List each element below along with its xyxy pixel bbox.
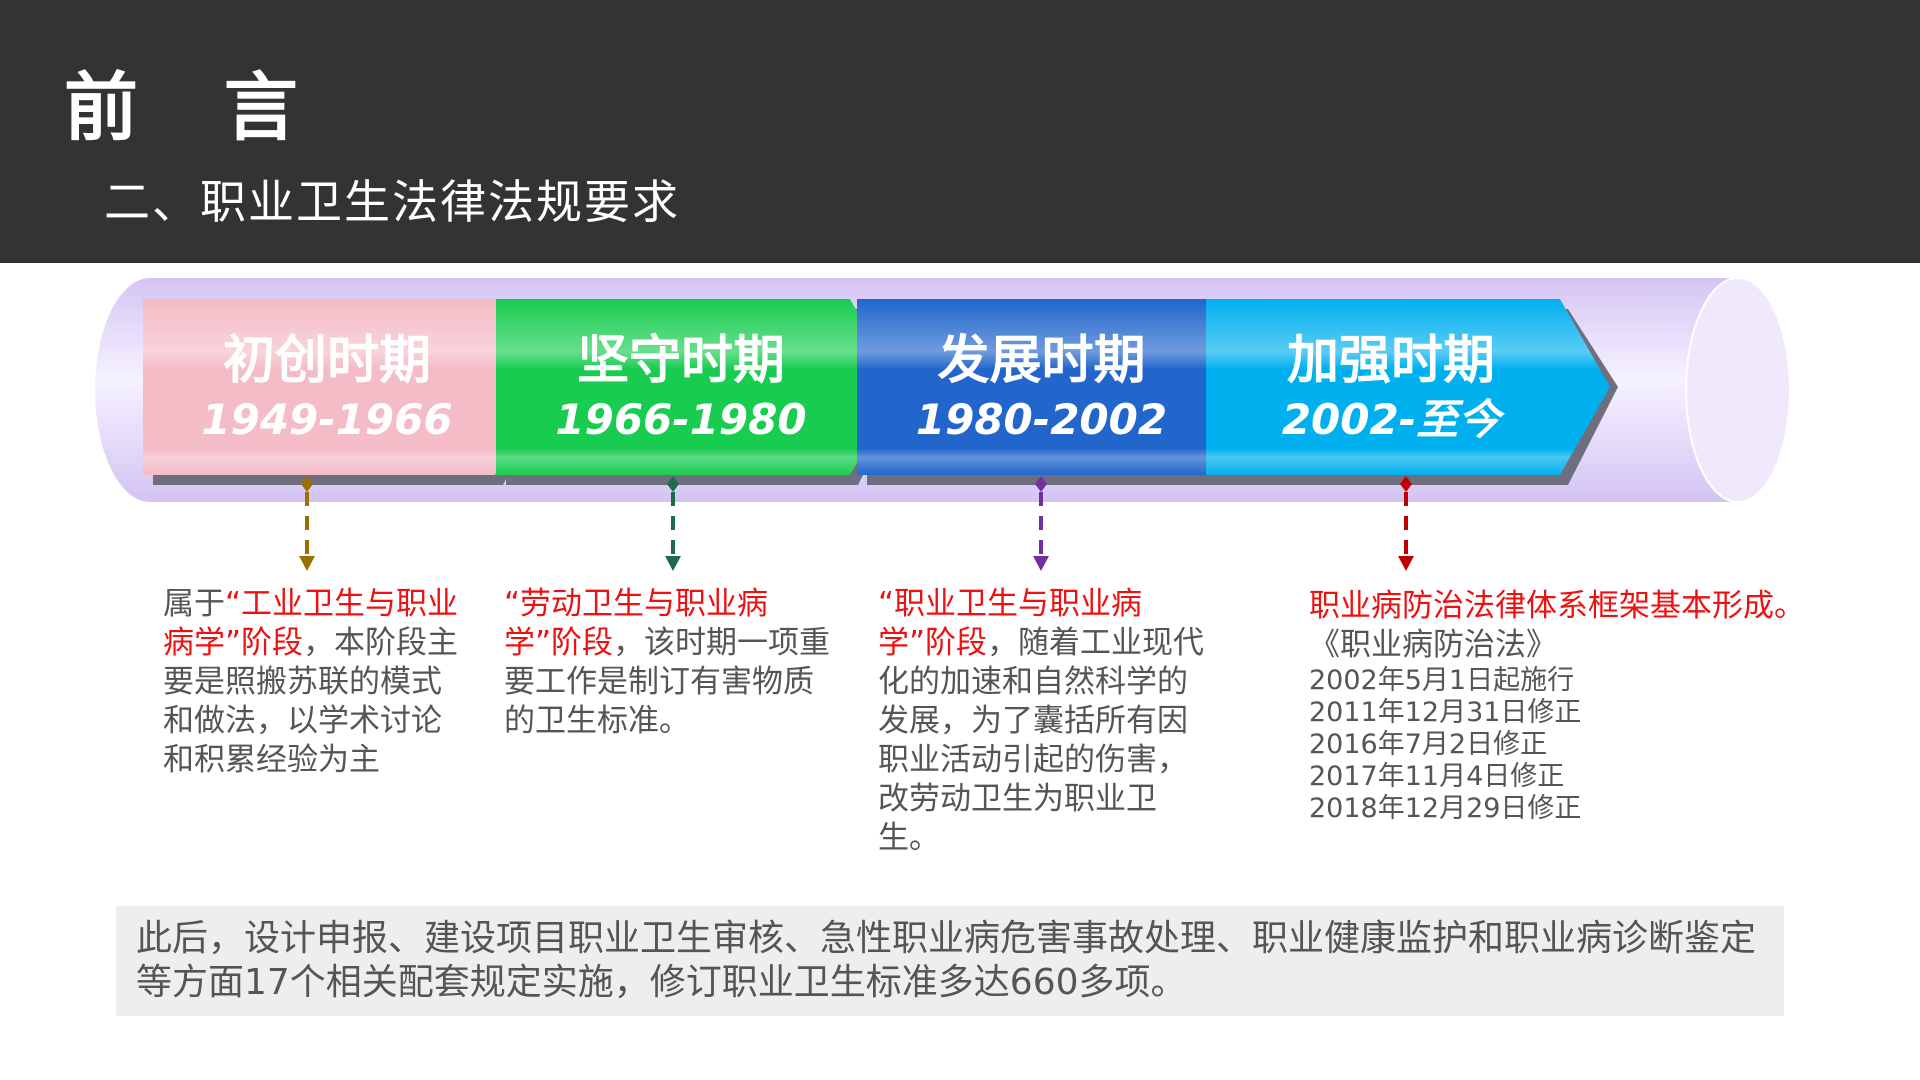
period-1-description: 属于“工业卫生与职业病学”阶段，本阶段主要是照搬苏联的模式和做法，以学术讨论和积…	[163, 585, 459, 780]
chevron-shine	[143, 299, 545, 475]
period-years: 1949-1966	[201, 395, 452, 444]
chevron-shine	[496, 299, 900, 475]
arrow-down-icon	[1033, 556, 1049, 571]
period-2-description: “劳动卫生与职业病学”阶段，该时期一项重要工作是制订有害物质的卫生标准。	[504, 585, 834, 741]
law-name: 《职业病防治法》	[1309, 627, 1557, 663]
desc-text: ，该时期一项重要工作是制订有害物质的卫生标准。	[504, 625, 831, 739]
law-date: 2016年7月2日修正	[1309, 729, 1548, 760]
arrow-down-icon	[665, 556, 681, 571]
law-date: 2018年12月29日修正	[1309, 793, 1582, 824]
period-4-description: 职业病防治法律体系框架基本形成。 《职业病防治法》 2002年5月1日起施行 2…	[1309, 587, 1869, 825]
period-name: 初创时期	[223, 331, 431, 391]
desc-text: ，随着工业现代化的加速和自然科学的发展，为了囊括所有因职业活动引起的伤害，改劳动…	[878, 625, 1205, 856]
desc-text: 属于	[163, 586, 225, 622]
period-years: 2002-至今	[1282, 395, 1505, 444]
arrow-down-icon	[1398, 556, 1414, 571]
arrow-down-icon	[299, 556, 315, 571]
page-title: 前 言	[64, 65, 328, 151]
chevron-shine	[1206, 299, 1610, 475]
law-date: 2011年12月31日修正	[1309, 697, 1582, 728]
period-name: 坚守时期	[577, 331, 785, 391]
diamond-marker-icon	[667, 476, 679, 492]
period-3-description: “职业卫生与职业病学”阶段，随着工业现代化的加速和自然科学的发展，为了囊括所有因…	[878, 585, 1208, 858]
law-date: 2017年11月4日修正	[1309, 761, 1565, 792]
desc-text: ，本阶段主要是照搬苏联的模式和做法，以学术讨论和积累经验为主	[163, 625, 459, 778]
diamond-marker-icon	[1400, 476, 1412, 492]
summary-box: 此后，设计申报、建设项目职业卫生审核、急性职业病危害事故处理、职业健康监护和职业…	[116, 906, 1784, 1016]
diamond-marker-icon	[1035, 476, 1047, 492]
page-subtitle: 二、职业卫生法律法规要求	[104, 175, 680, 229]
period-name: 加强时期	[1287, 331, 1495, 391]
header-bar: 前 言 二、职业卫生法律法规要求	[0, 0, 1920, 263]
tube-end	[1685, 277, 1791, 503]
period-years: 1980-2002	[916, 395, 1167, 444]
desc-highlight: “劳动卫生与职业病学”阶段	[504, 586, 769, 661]
diamond-marker-icon	[301, 476, 313, 492]
period-years: 1966-1980	[555, 395, 806, 444]
chevron-shine	[857, 299, 1260, 475]
period-name: 发展时期	[937, 331, 1145, 391]
desc-highlight: “职业卫生与职业病学”阶段	[878, 586, 1143, 661]
law-date: 2002年5月1日起施行	[1309, 665, 1575, 696]
desc-highlight: “工业卫生与职业病学”阶段	[163, 586, 459, 661]
desc-highlight: 职业病防治法律体系框架基本形成。	[1309, 588, 1805, 624]
